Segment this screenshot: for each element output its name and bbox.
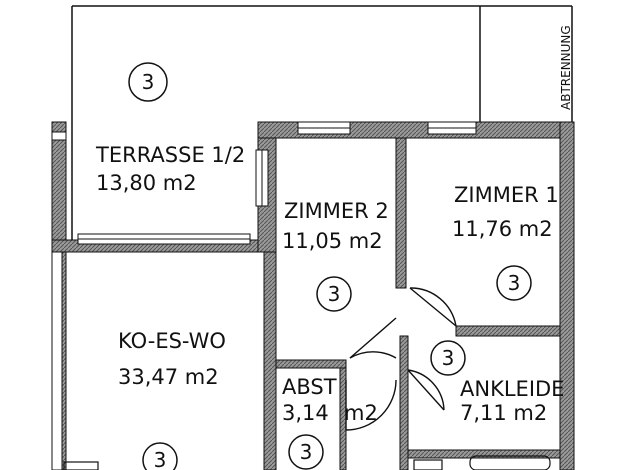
room-name: ZIMMER 1 — [454, 183, 559, 207]
room-area: 3,14 — [282, 401, 329, 425]
badge-text: 3 — [508, 271, 521, 295]
room-zimmer-1: ZIMMER 1 11,76 m2 3 — [452, 183, 559, 301]
room-name: ANKLEIDE — [460, 377, 564, 401]
room-area: 33,47 m2 — [118, 365, 219, 389]
bottom-fixtures — [63, 455, 551, 470]
room-badge — [142, 442, 178, 470]
room-ankleide: 3 ANKLEIDE 7,11 m2 — [430, 340, 564, 425]
abtrennung-label: ABTRENNUNG — [559, 25, 573, 110]
room-terrasse: 3 TERRASSE 1/2 13,80 m2 — [95, 62, 245, 195]
badge-text: 3 — [142, 70, 155, 94]
room-badge — [496, 265, 532, 301]
badge-text: 3 — [328, 282, 341, 306]
room-badge — [430, 340, 466, 376]
badge-text: 3 — [300, 440, 313, 464]
terrace-outline — [71, 5, 573, 240]
room-area-unit: m2 — [344, 401, 378, 425]
room-ko-es-wo: KO-ES-WO 33,47 m2 3 — [118, 329, 226, 470]
room-badge — [288, 434, 324, 470]
room-name: TERRASSE 1/2 — [95, 143, 245, 167]
room-area: 7,11 m2 — [460, 401, 547, 425]
room-zimmer-2: ZIMMER 2 11,05 m2 3 — [282, 199, 389, 312]
badge-text: 3 — [154, 448, 167, 470]
room-badge — [128, 62, 168, 102]
room-area: 13,80 m2 — [96, 171, 197, 195]
room-badge — [316, 276, 352, 312]
room-area: 11,05 m2 — [282, 229, 383, 253]
room-name: ABST — [282, 375, 337, 399]
badge-text: 3 — [442, 346, 455, 370]
room-name: KO-ES-WO — [118, 329, 226, 353]
windows — [51, 121, 477, 470]
room-abst: ABST 3,14 m2 3 — [282, 375, 378, 470]
doors — [345, 287, 457, 431]
room-area: 11,76 m2 — [452, 217, 553, 241]
room-name: ZIMMER 2 — [284, 199, 389, 223]
